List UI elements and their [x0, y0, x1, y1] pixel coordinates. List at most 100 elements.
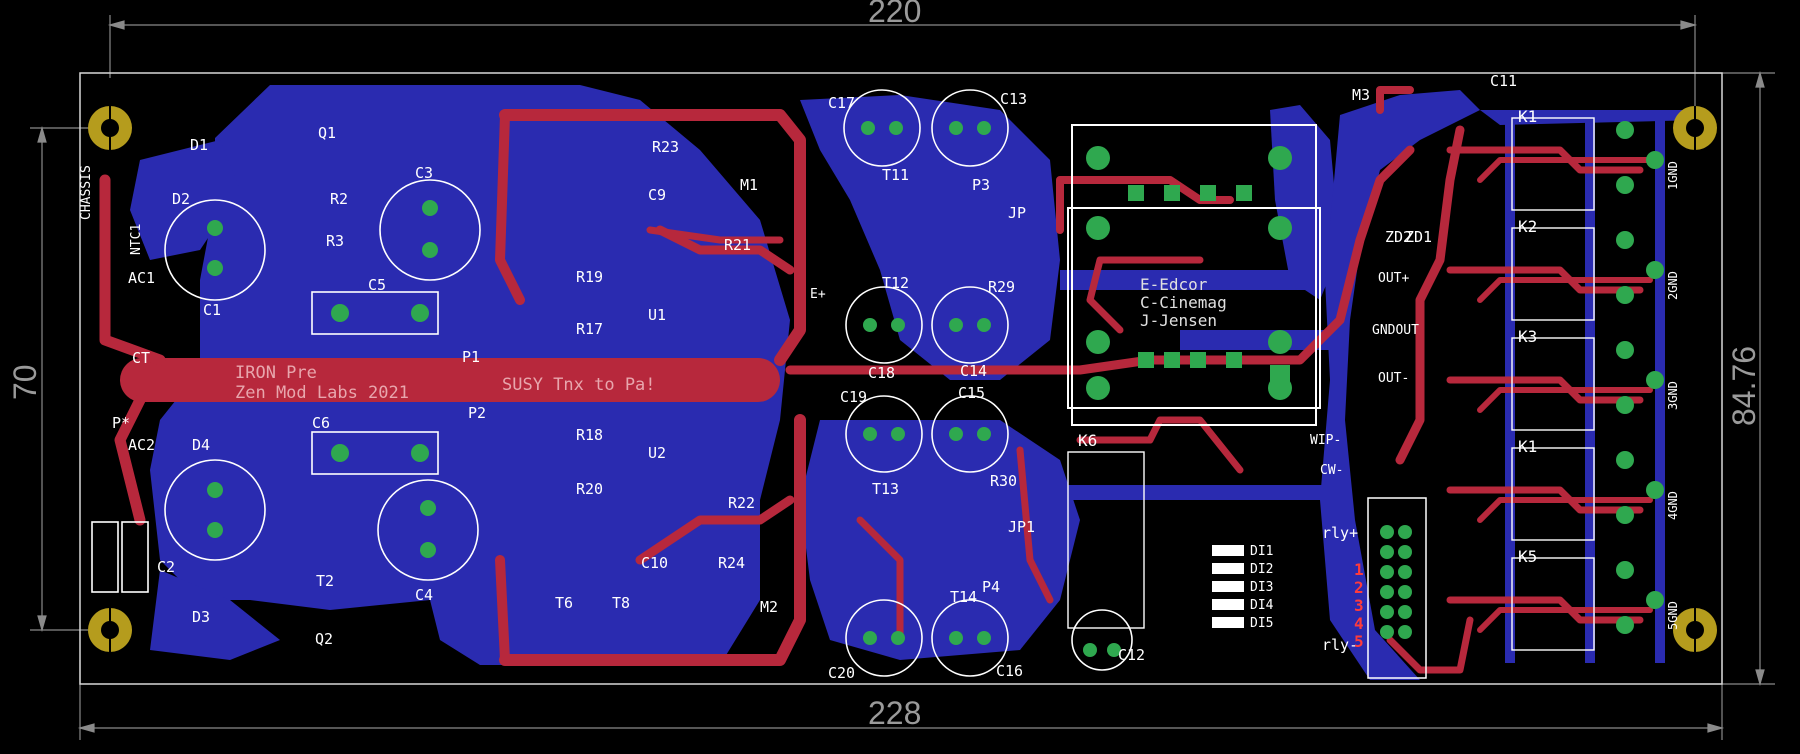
- label-t14: T14: [950, 588, 977, 606]
- label-c4: C4: [415, 586, 433, 604]
- label-r22: R22: [728, 494, 755, 512]
- label-di3: DI3: [1250, 580, 1273, 595]
- label-out-plus: OUT+: [1378, 271, 1409, 286]
- mount-hole-bottom-left: [88, 608, 132, 652]
- label-t2: T2: [316, 572, 334, 590]
- label-k3: K3: [1518, 327, 1537, 346]
- relay-pin-numbers: 1 2 3 4 5: [1354, 560, 1364, 651]
- label-c14: C14: [960, 362, 987, 380]
- relay-pin-3: 3: [1354, 596, 1364, 615]
- label-d4: D4: [192, 436, 210, 454]
- relay-pin-2: 2: [1354, 578, 1364, 597]
- label-t13: T13: [872, 480, 899, 498]
- label-k6: K6: [1078, 431, 1097, 450]
- dimension-top: 220: [868, 0, 921, 29]
- label-di4: DI4: [1250, 598, 1274, 613]
- label-r21: R21: [724, 236, 751, 254]
- relay-pin-1: 1: [1354, 560, 1364, 579]
- label-r20: R20: [576, 480, 603, 498]
- edcor-transformer-footprint[interactable]: [1067, 124, 1321, 426]
- relay-footprints[interactable]: [1067, 117, 1595, 651]
- label-p-star: P*: [112, 414, 130, 432]
- label-m2: M2: [760, 598, 778, 616]
- label-t6: T6: [555, 594, 573, 612]
- label-k1: K1: [1518, 107, 1537, 126]
- label-k5: K5: [1518, 547, 1537, 566]
- label-rly-plus: rly+: [1322, 524, 1358, 542]
- label-t11: T11: [882, 166, 909, 184]
- label-c11: C11: [1490, 72, 1517, 90]
- mount-hole-top-right: [1673, 106, 1717, 150]
- label-jp: JP: [1008, 204, 1026, 222]
- label-c17: C17: [828, 94, 855, 112]
- transformer-label-jensen: J-Jensen: [1140, 311, 1217, 330]
- mount-hole-top-left: [88, 106, 132, 150]
- label-c6: C6: [312, 414, 330, 432]
- label-m1: M1: [740, 176, 758, 194]
- label-q2: Q2: [315, 630, 333, 648]
- label-zd1: ZD1: [1405, 228, 1432, 246]
- label-r24: R24: [718, 554, 745, 572]
- electrolytic-capacitors[interactable]: [164, 89, 1133, 677]
- label-c1: C1: [203, 301, 221, 319]
- dimension-right: 84.76: [1726, 346, 1762, 426]
- board-credit: SUSY Tnx to Pa!: [502, 375, 656, 395]
- transformer-label-edcor: E-Edcor: [1140, 275, 1208, 294]
- label-ac1: AC1: [128, 269, 155, 287]
- label-ntc1: NTC1: [129, 224, 144, 255]
- output-gnd-labels: 1GND 2GND 3GND 4GND 5GND: [1666, 161, 1680, 630]
- mount-hole-bottom-right: [1673, 608, 1717, 652]
- film-capacitors[interactable]: [91, 291, 439, 593]
- label-jp1: JP1: [1008, 518, 1035, 536]
- label-c3: C3: [415, 164, 433, 182]
- label-r29: R29: [988, 278, 1015, 296]
- label-di5: DI5: [1250, 616, 1273, 631]
- label-r2: R2: [330, 190, 348, 208]
- label-k2: K2: [1518, 217, 1537, 236]
- label-1gnd: 1GND: [1666, 161, 1680, 190]
- label-cw-minus: CW-: [1320, 463, 1343, 478]
- label-q1: Q1: [318, 124, 336, 142]
- label-d1: D1: [190, 136, 208, 154]
- dimension-bottom: 228: [868, 695, 921, 731]
- diode-array[interactable]: [1212, 545, 1244, 628]
- relay-pin-5: 5: [1354, 632, 1364, 651]
- input-connector-block[interactable]: [1367, 497, 1427, 679]
- label-rly-minus: rly-: [1322, 636, 1358, 654]
- label-u2: U2: [648, 444, 666, 462]
- label-c19: C19: [840, 388, 867, 406]
- component-labels: C1 C2 C3 C4 C5 C6 C9 C10 C11 C12 C13 C14…: [79, 72, 1517, 682]
- label-d2: D2: [172, 190, 190, 208]
- label-4gnd: 4GND: [1666, 491, 1680, 520]
- label-zd2: ZD2: [1385, 228, 1412, 246]
- label-r30: R30: [990, 472, 1017, 490]
- dimension-left: 70: [7, 364, 43, 400]
- label-c20: C20: [828, 664, 855, 682]
- label-t12: T12: [882, 274, 909, 292]
- label-u1: U1: [648, 306, 666, 324]
- di-labels: DI1 DI2 DI3 DI4 DI5: [1250, 544, 1274, 631]
- relay-labels: K1 K2 K3 K1 K5 K6: [1078, 107, 1537, 566]
- label-r19: R19: [576, 268, 603, 286]
- label-r17: R17: [576, 320, 603, 338]
- label-c5: C5: [368, 276, 386, 294]
- transformer-label-cinemag: C-Cinemag: [1140, 293, 1227, 312]
- board-outline: [79, 72, 1723, 685]
- mounting-holes: [88, 106, 1717, 652]
- transformer-pads: [1086, 146, 1292, 400]
- relay-pads: [1616, 121, 1664, 634]
- label-c15: C15: [958, 384, 985, 402]
- relay-pin-4: 4: [1354, 614, 1364, 633]
- label-e-plus: E+: [810, 287, 826, 302]
- label-chassis: CHASSIS: [79, 165, 94, 220]
- label-di1: DI1: [1250, 544, 1273, 559]
- label-p2: P2: [468, 404, 486, 422]
- label-out-minus: OUT-: [1378, 371, 1409, 386]
- label-p3: P3: [972, 176, 990, 194]
- label-k4: K1: [1518, 437, 1537, 456]
- label-2gnd: 2GND: [1666, 271, 1680, 300]
- label-5gnd: 5GND: [1666, 601, 1680, 630]
- label-p1: P1: [462, 348, 480, 366]
- label-c2: C2: [157, 558, 175, 576]
